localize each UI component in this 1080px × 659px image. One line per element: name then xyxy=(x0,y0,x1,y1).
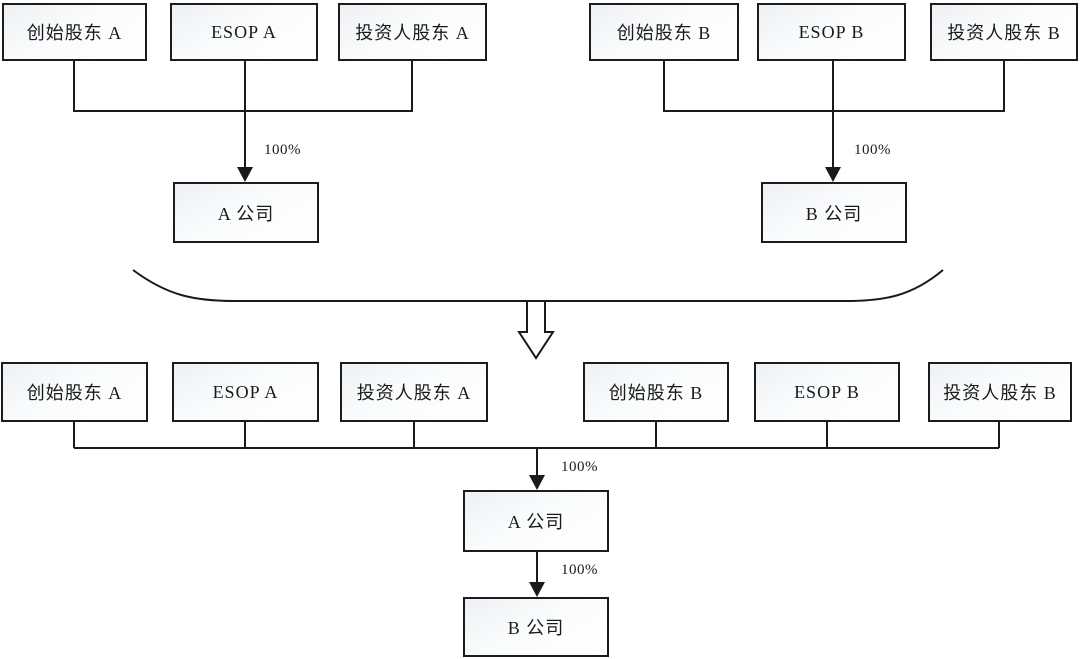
node-post-esop-b: ESOP B xyxy=(754,362,900,422)
arrowhead-group-b-icon xyxy=(825,167,841,182)
node-post-esop-a: ESOP A xyxy=(172,362,319,422)
node-pre-esop-a: ESOP A xyxy=(170,3,318,61)
merge-brace-curve xyxy=(132,269,944,302)
connector-post-drops xyxy=(73,422,1000,448)
ownership-label-post-b: 100% xyxy=(561,562,598,578)
node-pre-company-b: B 公司 xyxy=(761,182,907,243)
connector-group-a-top xyxy=(73,61,413,112)
node-pre-company-a: A 公司 xyxy=(173,182,319,243)
arrowhead-post-a-icon xyxy=(529,475,545,490)
ownership-label-pre-b: 100% xyxy=(854,142,891,158)
arrowhead-post-b-icon xyxy=(529,582,545,597)
ownership-label-pre-a: 100% xyxy=(264,142,301,158)
node-post-company-a: A 公司 xyxy=(463,490,609,552)
node-post-investor-b: 投资人股东 B xyxy=(928,362,1072,422)
node-pre-esop-b: ESOP B xyxy=(757,3,906,61)
node-pre-investor-a: 投资人股东 A xyxy=(338,3,487,61)
arrowhead-group-a-icon xyxy=(237,167,253,182)
node-pre-founder-a: 创始股东 A xyxy=(2,3,147,61)
node-pre-investor-b: 投资人股东 B xyxy=(930,3,1078,61)
ownership-label-post-a: 100% xyxy=(561,459,598,475)
node-post-company-b: B 公司 xyxy=(463,597,609,657)
node-post-founder-b: 创始股东 B xyxy=(583,362,729,422)
merge-arrow-icon xyxy=(517,300,555,360)
node-post-founder-a: 创始股东 A xyxy=(1,362,148,422)
node-post-investor-a: 投资人股东 A xyxy=(340,362,488,422)
node-pre-founder-b: 创始股东 B xyxy=(589,3,739,61)
